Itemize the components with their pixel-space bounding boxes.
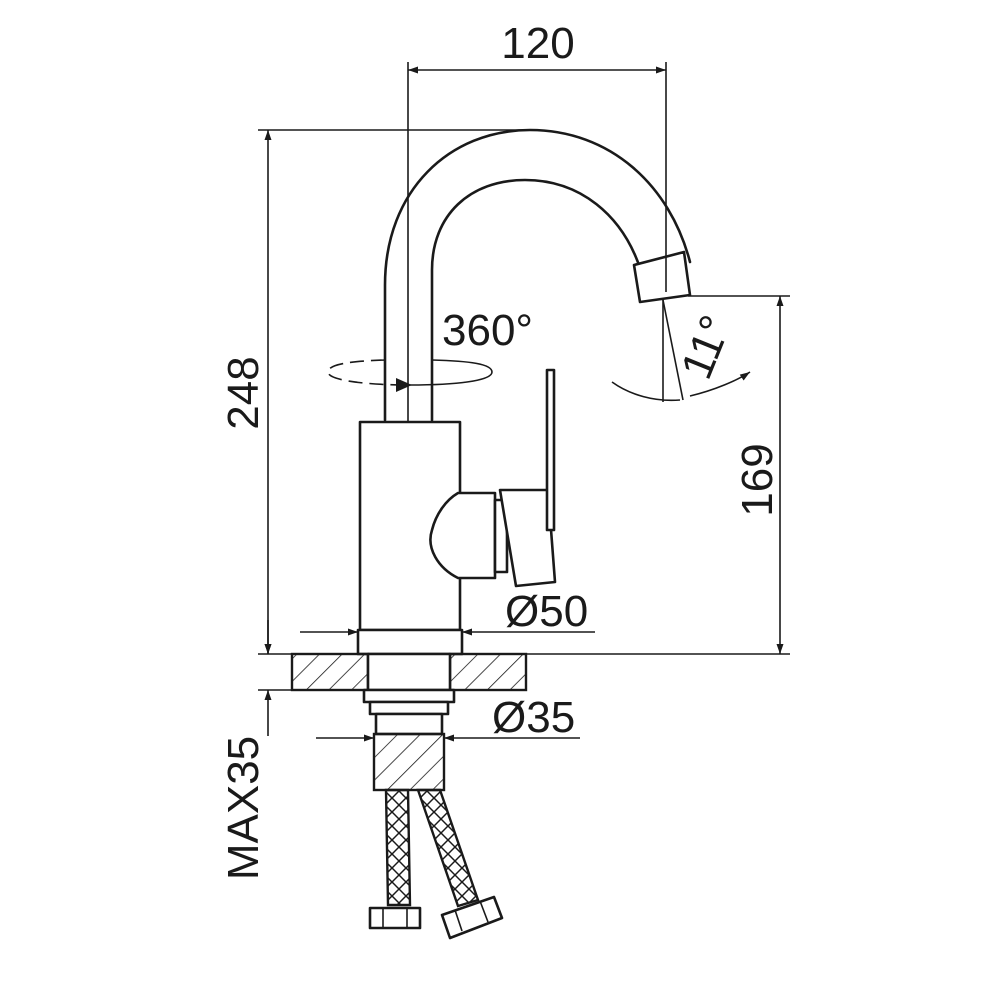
dimension-max35 bbox=[258, 620, 292, 736]
hose-nut-right bbox=[440, 895, 504, 940]
supply-hoses bbox=[368, 788, 504, 940]
label-248: 248 bbox=[219, 356, 268, 429]
label-169: 169 bbox=[733, 443, 782, 516]
dimension-120 bbox=[407, 62, 667, 422]
swivel-indicator bbox=[327, 359, 493, 392]
hose-nut-left bbox=[368, 906, 422, 930]
hose-right bbox=[416, 788, 480, 908]
tilt-indicator bbox=[611, 299, 751, 402]
aerator-tip bbox=[632, 250, 692, 304]
label-max35: MAX35 bbox=[219, 736, 268, 880]
lever-handle bbox=[429, 368, 557, 588]
dimension-248 bbox=[258, 129, 790, 655]
hose-left bbox=[384, 788, 412, 907]
label-360-degrees: 360° bbox=[442, 306, 533, 355]
dimension-169 bbox=[688, 295, 790, 654]
label-120: 120 bbox=[501, 19, 574, 68]
mounting-shank bbox=[362, 652, 456, 792]
spout bbox=[383, 128, 692, 422]
label-dia35: Ø35 bbox=[492, 693, 575, 742]
label-11-degrees: 11° bbox=[672, 309, 741, 386]
lever-plate bbox=[545, 368, 556, 532]
label-dia50: Ø50 bbox=[505, 587, 588, 636]
base-ring bbox=[356, 628, 464, 656]
